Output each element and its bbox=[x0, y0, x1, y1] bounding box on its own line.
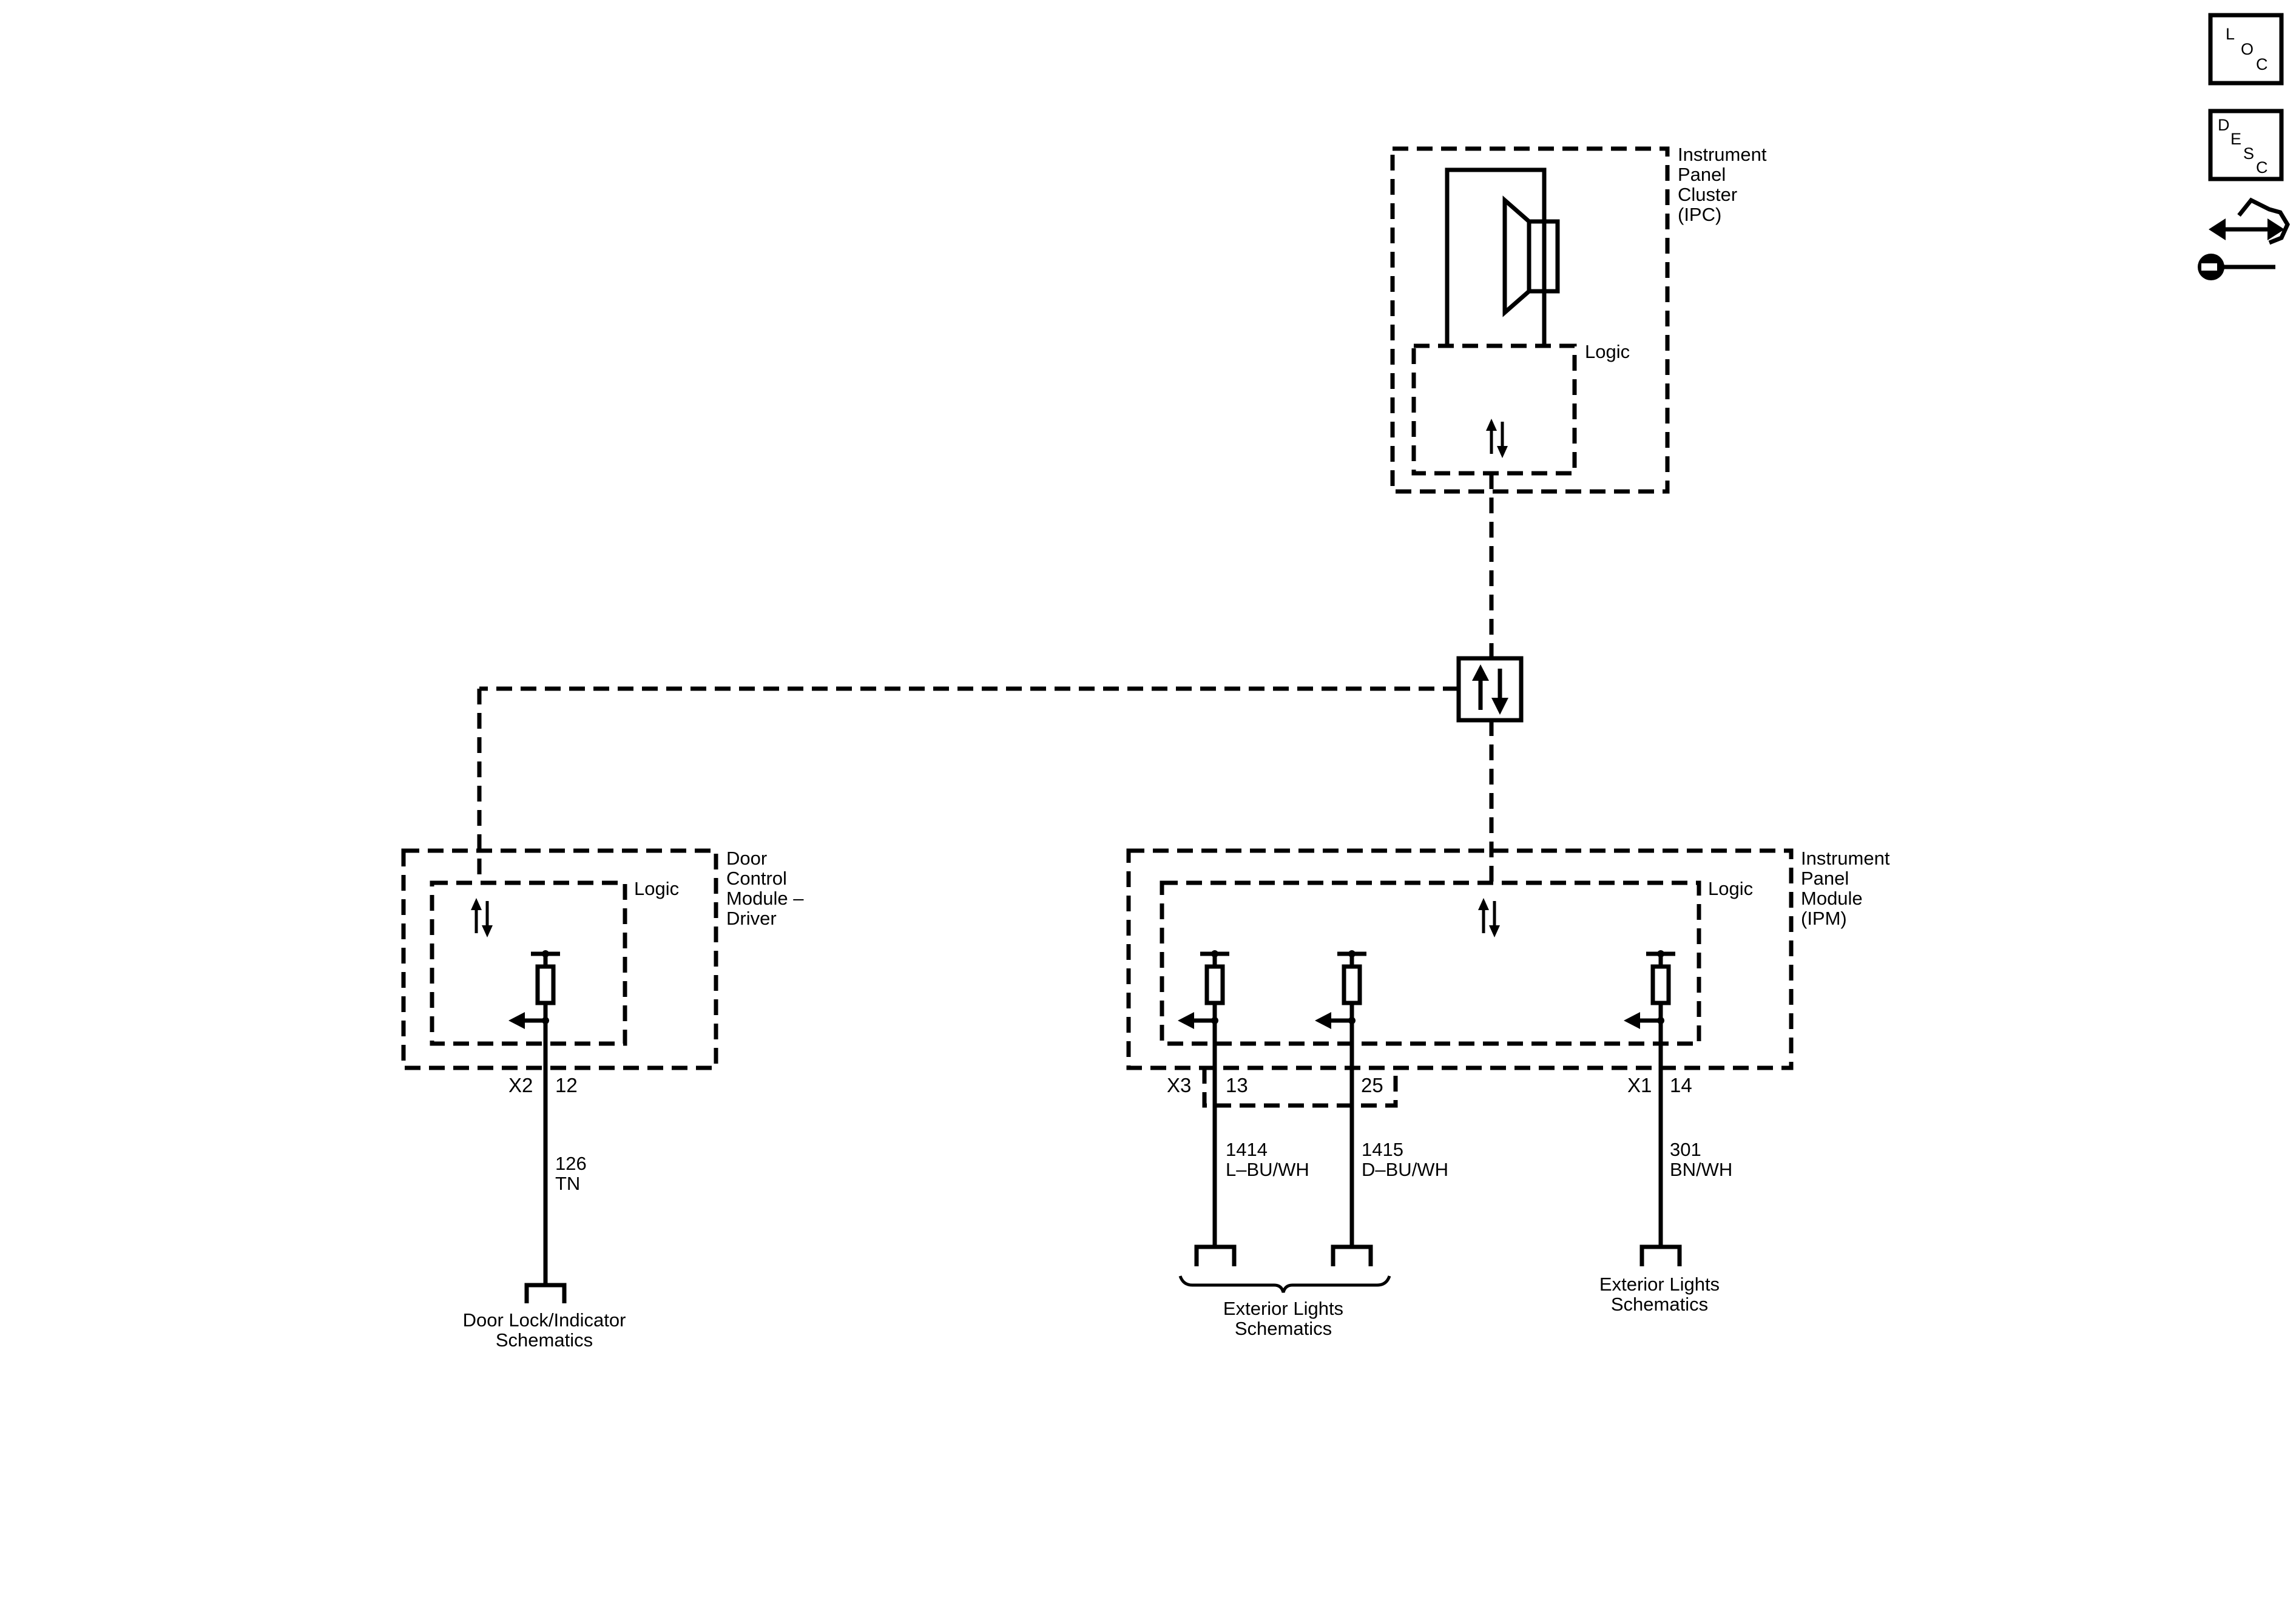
loc-letter-o: O bbox=[2241, 40, 2254, 58]
serial-data-gateway bbox=[1456, 656, 1524, 723]
description-icon[interactable]: D E S C bbox=[2208, 109, 2284, 181]
ipm-pin-25: 25 bbox=[1361, 1074, 1383, 1096]
wire-126-circuit: 126 bbox=[555, 1153, 587, 1174]
ipc-label-line-3: Cluster bbox=[1678, 184, 1737, 205]
ipc-logic-label: Logic bbox=[1585, 341, 1630, 362]
gateway-box bbox=[1456, 656, 1524, 723]
ipm-bidirectional-arrow-icon bbox=[1478, 898, 1500, 937]
ipc-logic-box bbox=[1411, 343, 1577, 476]
desc-letter-e: E bbox=[2230, 130, 2241, 148]
dcm-output-driver-icon bbox=[508, 950, 560, 1029]
desc-letter-c: C bbox=[2256, 158, 2268, 177]
exterior-b-dest-line-2[interactable]: Schematics bbox=[1611, 1294, 1708, 1315]
ipm-module[interactable]: Instrument Panel Module (IPM) Logic bbox=[1126, 848, 1890, 1070]
ipm-connector-x3: X3 bbox=[1167, 1074, 1191, 1096]
exterior-lights-terminal-icon bbox=[1194, 1244, 1237, 1266]
ipm-pin-14: 14 bbox=[1670, 1074, 1692, 1096]
location-view-icon[interactable]: L O C bbox=[2208, 13, 2284, 86]
wire-1414-color: L–BU/WH bbox=[1226, 1159, 1309, 1180]
speaker-icon bbox=[1445, 167, 1560, 346]
loc-letter-c: C bbox=[2256, 55, 2268, 73]
ipm-pin-13: 13 bbox=[1226, 1074, 1248, 1096]
dcm-module[interactable]: Door Control Module – Driver Logic bbox=[401, 848, 804, 1070]
ipm-label-line-1: Instrument bbox=[1801, 848, 1890, 869]
dcm-label-line-1: Door bbox=[726, 848, 767, 869]
group-brace bbox=[1178, 1275, 1391, 1293]
ipm-output-driver-icon bbox=[1624, 950, 1675, 1029]
ipm-output-driver-icon bbox=[1178, 950, 1229, 1029]
wire-1415-color: D–BU/WH bbox=[1362, 1159, 1448, 1180]
dcm-logic-label: Logic bbox=[634, 878, 679, 899]
exterior-a-dest-line-1[interactable]: Exterior Lights bbox=[1223, 1298, 1343, 1319]
desc-letter-s: S bbox=[2243, 144, 2254, 163]
ipc-bidirectional-arrow-icon bbox=[1486, 419, 1508, 458]
ipm-outline bbox=[1126, 848, 1794, 1070]
connector-repair-icon[interactable] bbox=[2198, 197, 2290, 280]
dcm-bidirectional-arrow-icon bbox=[471, 898, 493, 937]
ipm-label-line-2: Panel bbox=[1801, 868, 1849, 889]
wire-1414-circuit: 1414 bbox=[1226, 1139, 1268, 1160]
ipc-module[interactable]: Instrument Panel Cluster (IPC) Logic bbox=[1390, 144, 1767, 494]
wire-301-color: BN/WH bbox=[1670, 1159, 1732, 1180]
ipc-outline bbox=[1390, 146, 1670, 494]
dcm-pin-12: 12 bbox=[555, 1074, 578, 1096]
dcm-outline bbox=[401, 848, 718, 1070]
desc-letter-d: D bbox=[2218, 116, 2230, 134]
x3-connector-outline bbox=[1202, 1068, 1398, 1108]
ipm-output-driver-icon bbox=[1315, 950, 1366, 1029]
dcm-label-line-2: Control bbox=[726, 868, 787, 889]
loc-letter-l: L bbox=[2226, 25, 2235, 43]
wire-1415-circuit: 1415 bbox=[1362, 1139, 1403, 1160]
wire-126-color: TN bbox=[555, 1173, 580, 1194]
ipc-label-line-4: (IPC) bbox=[1678, 204, 1721, 225]
door-lock-dest-line-2[interactable]: Schematics bbox=[496, 1329, 593, 1351]
ipm-connector-x1: X1 bbox=[1627, 1074, 1652, 1096]
dcm-logic-box bbox=[430, 880, 627, 1046]
dcm-label-line-3: Module – bbox=[726, 888, 804, 909]
exterior-b-dest-line-1[interactable]: Exterior Lights bbox=[1599, 1274, 1720, 1295]
ipc-label-line-1: Instrument bbox=[1678, 144, 1767, 165]
dcm-label-line-4: Driver bbox=[726, 908, 777, 929]
ipm-logic-box bbox=[1160, 880, 1701, 1046]
door-lock-terminal-icon bbox=[524, 1283, 567, 1303]
door-lock-dest-line-1[interactable]: Door Lock/Indicator bbox=[463, 1309, 626, 1331]
ipm-label-line-4: (IPM) bbox=[1801, 908, 1847, 929]
exterior-lights-terminal-icon bbox=[1639, 1244, 1682, 1266]
dcm-connector-id: X2 bbox=[508, 1074, 533, 1096]
ipm-label-line-3: Module bbox=[1801, 888, 1863, 909]
exterior-lights-terminal-icon bbox=[1331, 1244, 1373, 1266]
ipc-label-line-2: Panel bbox=[1678, 164, 1726, 185]
wire-301-circuit: 301 bbox=[1670, 1139, 1701, 1160]
exterior-a-dest-line-2[interactable]: Schematics bbox=[1235, 1318, 1332, 1339]
ipm-logic-label: Logic bbox=[1708, 878, 1753, 899]
